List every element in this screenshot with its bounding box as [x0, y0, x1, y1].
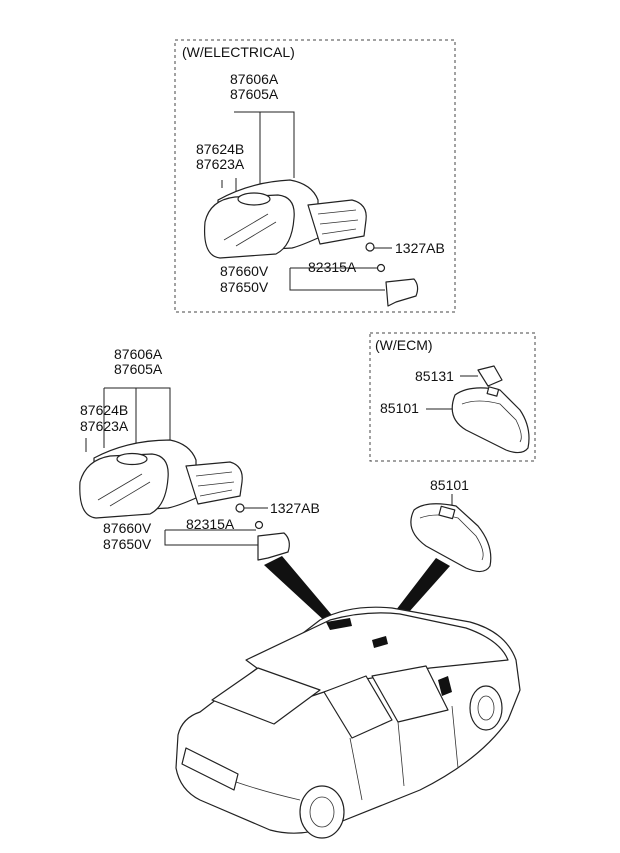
electrical-mirror-assembly	[203, 179, 419, 307]
ecm-mirror-assembly	[451, 365, 530, 454]
label-electrical-bracket-a: 87660V	[220, 263, 269, 279]
ecm-option-box: (W/ECM) 85131 85101	[369, 332, 536, 462]
inside-mirror-part	[410, 503, 492, 573]
car-rear-wheel	[299, 785, 345, 839]
car-windshield-mirror-location	[326, 618, 352, 630]
electrical-nut-part	[376, 263, 386, 273]
label-manual-bracket-b: 87650V	[103, 536, 152, 552]
label-electrical-glass-a: 87624B	[196, 141, 244, 157]
electrical-glass-reflection	[223, 213, 277, 247]
label-manual-cover-a: 87606A	[114, 346, 163, 362]
electrical-screw-part	[365, 242, 375, 252]
manual-nut-part	[254, 520, 264, 530]
car-license-plate	[181, 747, 239, 791]
label-electrical-screw: 1327AB	[395, 240, 445, 256]
car-rear-hub	[309, 796, 335, 828]
car-front-hub	[477, 695, 495, 721]
electrical-option-box: (W/ELECTRICAL) 87606A 87605A 87624B 8762…	[174, 39, 456, 313]
label-manual-bracket-a: 87660V	[103, 520, 152, 536]
label-manual-cover-b: 87605A	[114, 361, 163, 377]
electrical-box-heading: (W/ELECTRICAL)	[182, 44, 295, 60]
label-inside-mirror: 85101	[430, 477, 469, 493]
ecm-leaders	[426, 375, 478, 410]
label-electrical-glass-b: 87623A	[196, 156, 245, 172]
manual-mirror-glass	[79, 453, 169, 519]
ecm-box-heading: (W/ECM)	[375, 337, 433, 353]
label-electrical-bracket-b: 87650V	[220, 279, 269, 295]
ecm-mirror-body	[451, 387, 530, 454]
label-electrical-nut: 82315A	[308, 259, 357, 275]
electrical-bracket-part	[385, 278, 419, 307]
manual-base-ribs	[195, 471, 235, 497]
electrical-mirror-glass	[203, 194, 295, 259]
manual-adjuster	[116, 452, 148, 466]
car-outside-mirror-location	[438, 676, 452, 696]
label-manual-screw: 1327AB	[270, 500, 320, 516]
ecm-stem	[486, 386, 500, 397]
car-rear-window	[211, 667, 321, 725]
inside-mirror-group: 85101	[410, 477, 492, 573]
electrical-cover-leaders	[221, 111, 295, 200]
manual-glass-reflection	[97, 473, 151, 507]
vehicle-illustration	[175, 606, 521, 839]
electrical-base-ribs	[317, 209, 359, 235]
car-front-wheel	[469, 685, 503, 731]
manual-bracket-part	[257, 532, 290, 561]
manual-screw-part	[235, 503, 245, 513]
manual-cover-leaders	[85, 387, 171, 452]
electrical-box-border	[174, 39, 456, 313]
car-front-door-window	[371, 665, 449, 723]
label-manual-nut: 82315A	[186, 516, 235, 532]
pointer-outside-mirror	[264, 556, 336, 624]
car-roof	[245, 612, 509, 701]
ecm-mirror-rim	[461, 400, 522, 443]
label-electrical-cover-b: 87605A	[230, 86, 279, 102]
inside-mirror-rim	[419, 514, 484, 561]
manual-mirror-assembly	[79, 439, 290, 561]
label-ecm-cover: 85131	[415, 368, 454, 384]
ecm-box-border	[369, 332, 536, 462]
inside-mirror-body	[410, 503, 492, 573]
manual-mirror-group: 87606A 87605A 87624B 87623A 1327AB 87660…	[79, 346, 320, 561]
inside-mirror-mount	[438, 505, 456, 520]
car-inside-mirror-location	[372, 636, 388, 648]
ecm-cover-part	[477, 365, 503, 387]
manual-bracket-leader	[164, 529, 262, 546]
label-electrical-cover-a: 87606A	[230, 71, 279, 87]
car-rear-door-window	[323, 675, 393, 739]
electrical-bracket-leader	[289, 267, 385, 291]
electrical-motor	[237, 192, 271, 206]
label-ecm-mirror: 85101	[380, 400, 419, 416]
